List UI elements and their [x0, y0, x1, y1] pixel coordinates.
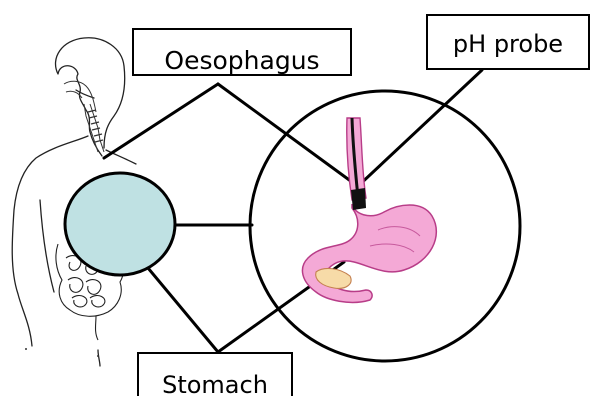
stomach-illustration — [302, 118, 436, 302]
stomach-highlight-circle — [65, 173, 175, 275]
stomach-label: Stomach — [137, 352, 293, 396]
ph-probe-label: pH probe — [426, 14, 590, 70]
stomach-body — [302, 204, 436, 302]
stray-marks — [25, 348, 99, 357]
trachea-rings — [88, 110, 103, 142]
oesophagus-label: Oesophagus — [132, 28, 352, 76]
ph-probe-tip — [351, 188, 366, 210]
